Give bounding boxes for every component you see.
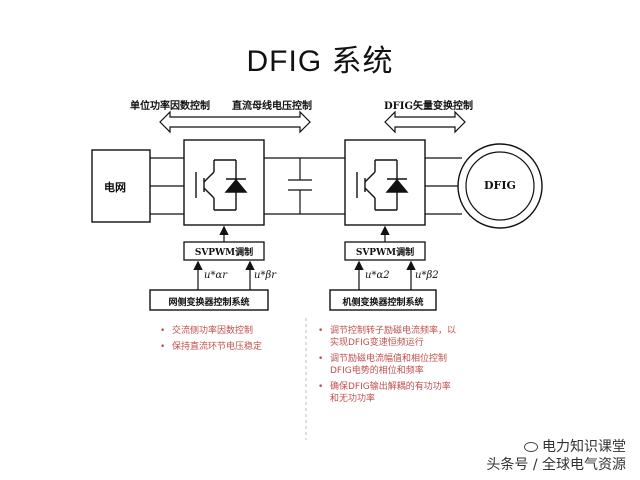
watermark-line-2: 头条号 / 全球电气资源 [486,457,626,473]
slide-title: DFIG 系统 [246,45,394,78]
left-bullet-list: 交流侧功率因数控制 保持直流环节电压稳定 [160,325,280,357]
power-flow-arrow-right [384,110,466,134]
grid-controller-box [149,289,269,311]
right-bullet-list: 调节控制转子励磁电流频率，以实现DFIG变速恒频运行 调节励磁电流幅值和相位控制… [318,325,456,409]
watermark: 电力知识课堂 头条号 / 全球电气资源 [486,438,626,474]
label-svpwm-right: SVPWM调制 [355,248,415,258]
watermark-line-1: 电力知识课堂 [542,439,626,455]
label-svpwm-left: SVPWM调制 [194,248,254,258]
dc-link [264,157,345,215]
label-dc-bus-control: 直流母线电压控制 [232,101,312,112]
left-bullet-1: 交流侧功率因数控制 [160,325,280,337]
right-bullet-2: 调节励磁电流幅值和相位控制DFIG电势的相位和频率 [318,353,456,377]
signal-left-b: u*βr [254,270,277,281]
signal-right-b: u*β2 [415,270,439,281]
machine-controller-box [329,289,437,311]
wechat-icon [524,442,538,452]
machine-side-converter [344,139,426,226]
label-unit-pf-control: 单位功率因数控制 [130,101,210,112]
label-grid: 电网 [104,181,126,194]
ac-lines-left [150,157,184,215]
left-bullet-2: 保持直流环节电压稳定 [160,341,280,353]
label-dfig-vector-control: DFIG矢量变换控制 [384,101,473,112]
right-bullet-3: 确保DFIG输出解耦的有功功率和无功功率 [318,381,456,405]
grid-side-converter [183,139,265,226]
signal-right-a: u*α2 [365,270,390,281]
grid-box [91,149,151,223]
dfig-machine [457,143,543,229]
right-bullet-1: 调节控制转子励磁电流频率，以实现DFIG变速恒频运行 [318,325,456,349]
label-machine-controller: 机侧变换器控制系统 [342,298,424,308]
label-grid-controller: 网侧变换器控制系统 [168,298,250,308]
label-dfig: DFIG [484,179,516,192]
signal-left-a: u*αr [204,270,227,281]
power-flow-arrow-left [159,110,311,134]
ac-lines-right [425,157,462,215]
